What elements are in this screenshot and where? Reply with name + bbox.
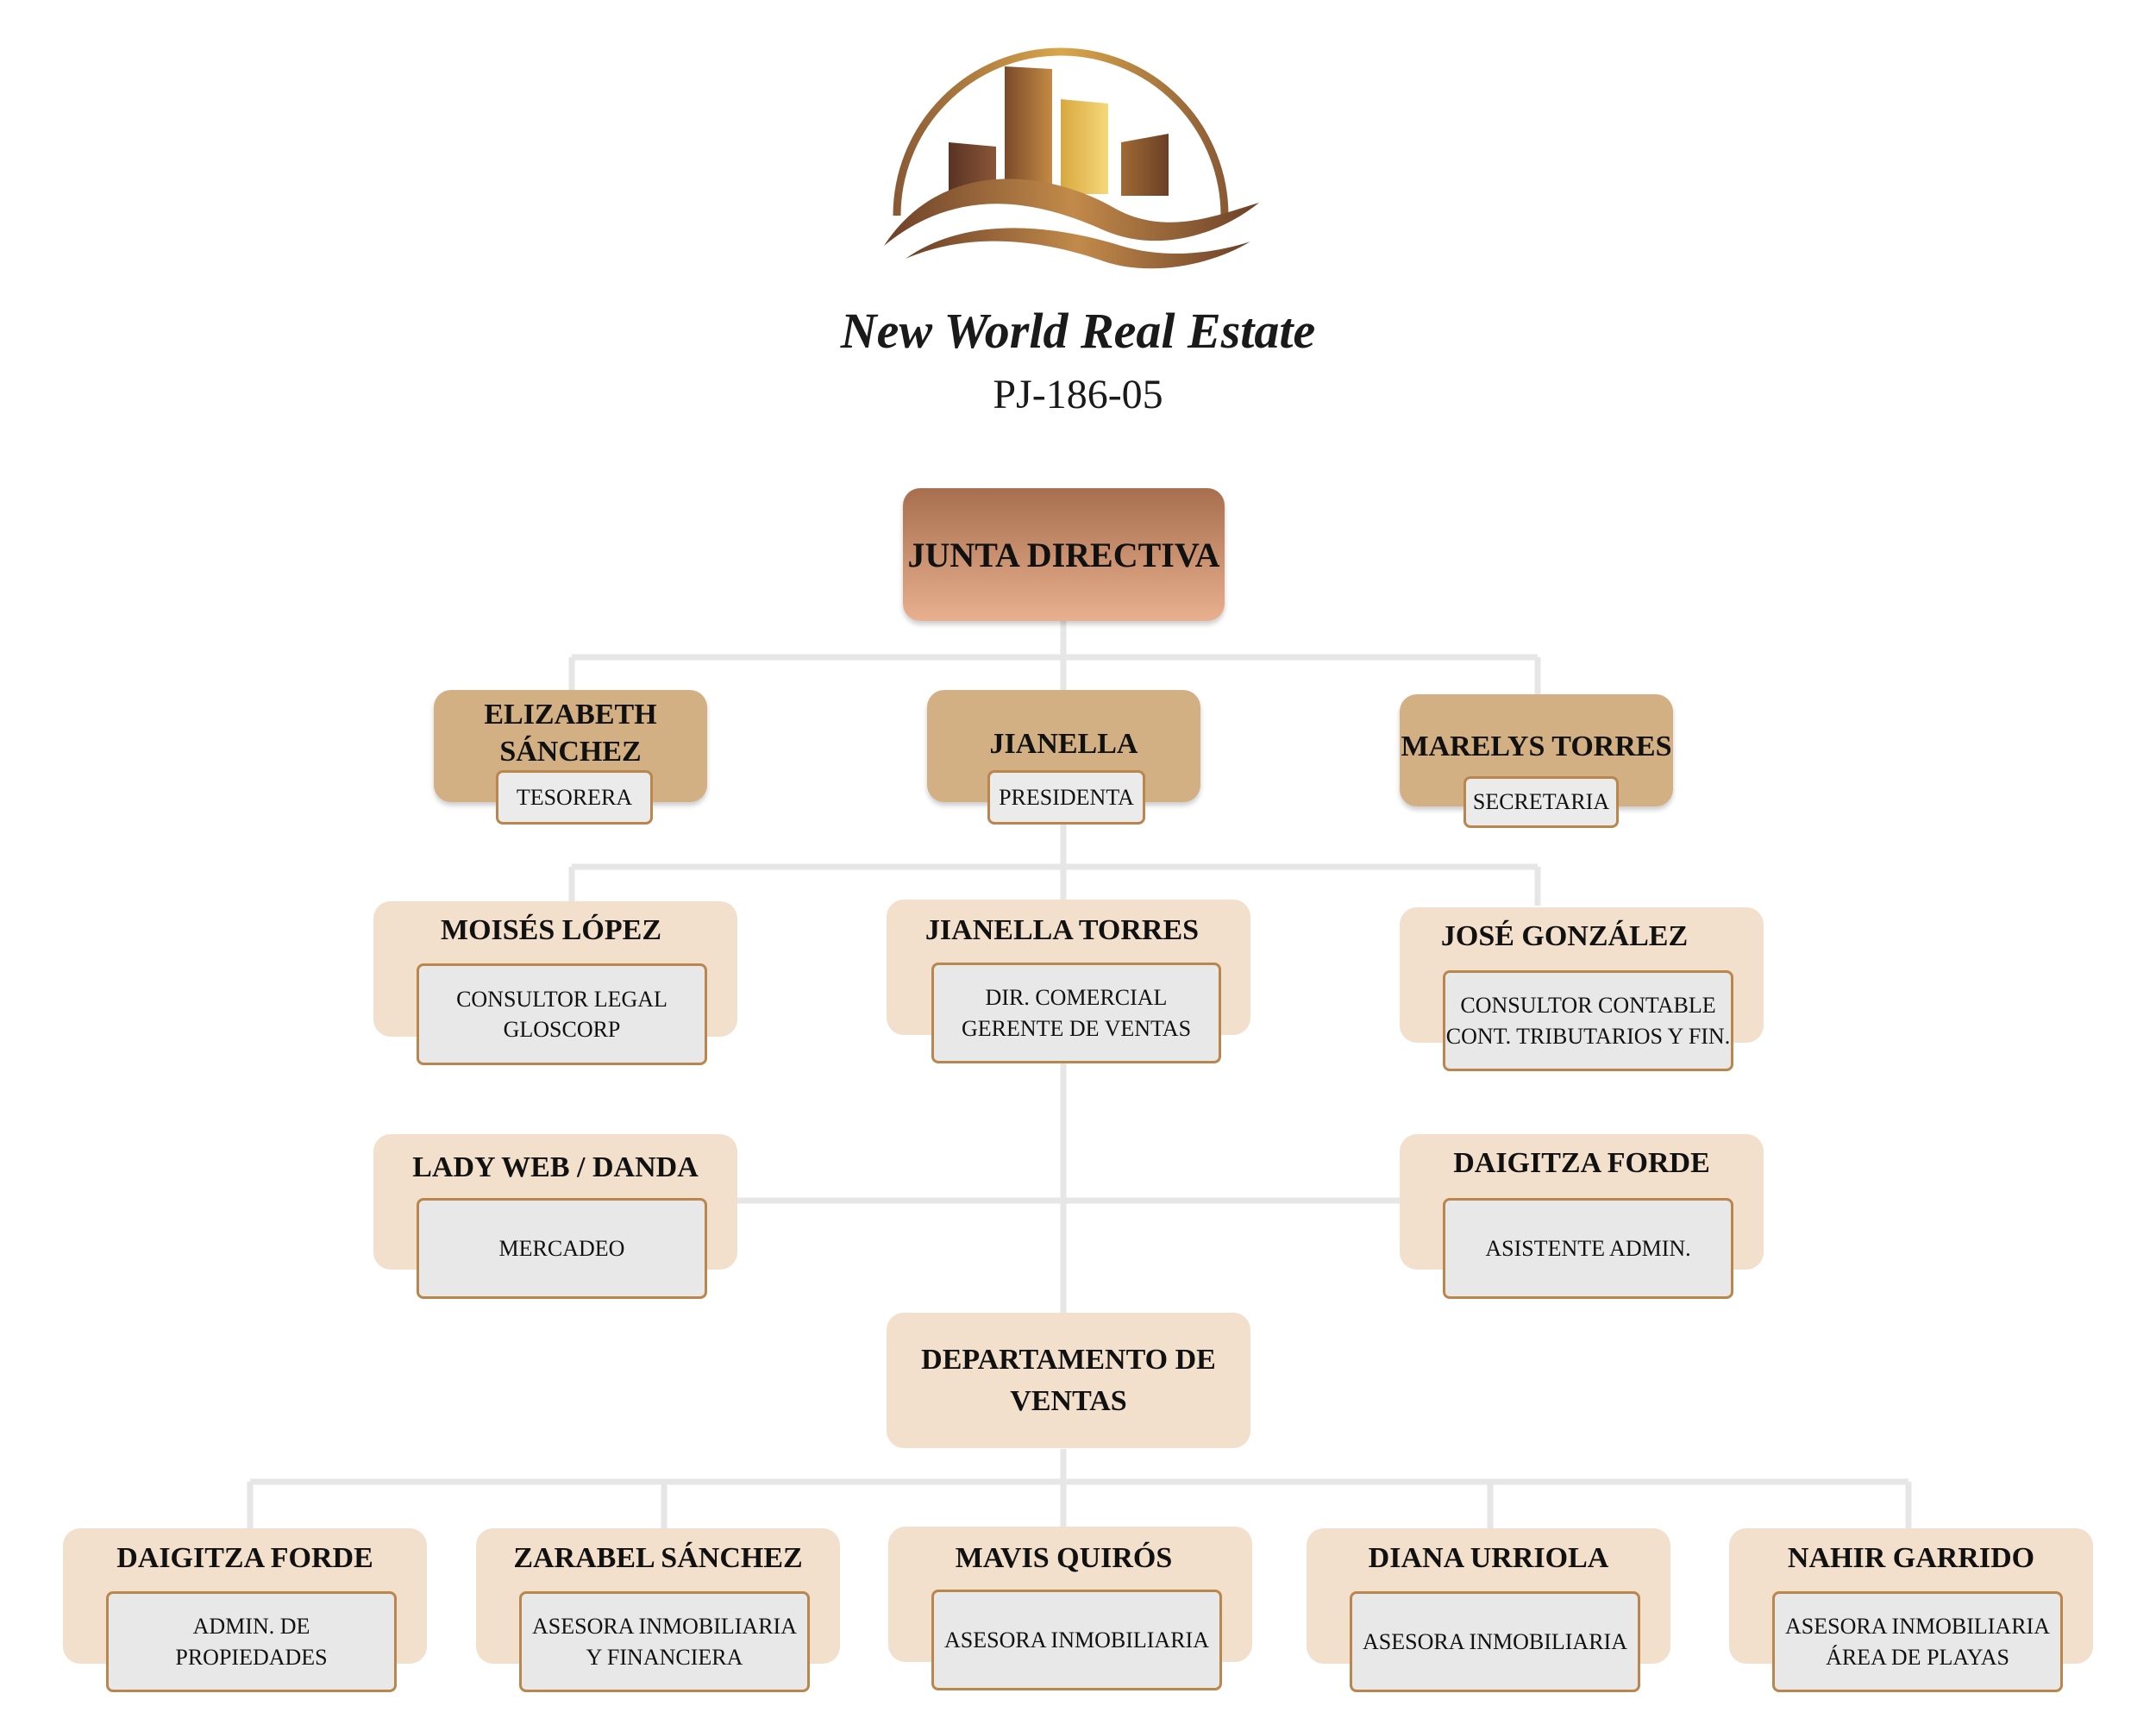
sales-role: ASESORA INMOBILIARIA Y FINANCIERA	[519, 1591, 810, 1692]
member-name: MARELYS TORRES	[1401, 731, 1672, 762]
sales-member: DAIGITZA FORDE ADMIN. DE PROPIEDADES	[63, 1528, 427, 1692]
sales-department-node: DEPARTAMENTO DE VENTAS	[887, 1313, 1250, 1448]
staff-accounting-consultant: JOSÉ GONZÁLEZ CONSULTOR CONTABLE CONT. T…	[1400, 907, 1764, 1071]
staff-marketing: LADY WEB / DANDA MERCADEO	[373, 1134, 737, 1299]
sales-name: MAVIS QUIRÓS	[955, 1542, 1173, 1574]
staff-role: CONSULTOR CONTABLE CONT. TRIBUTARIOS Y F…	[1443, 970, 1733, 1071]
member-role: PRESIDENTA	[987, 770, 1145, 825]
staff-name: JIANELLA TORRES	[924, 914, 1200, 946]
board-member-treasurer: ELIZABETH SÁNCHEZ TESORERA	[434, 690, 707, 825]
staff-legal-consultant: MOISÉS LÓPEZ CONSULTOR LEGAL GLOSCORP	[373, 901, 737, 1065]
sales-name: DIANA URRIOLA	[1368, 1542, 1609, 1574]
member-role: SECRETARIA	[1463, 776, 1619, 828]
staff-admin-assistant: DAIGITZA FORDE ASISTENTE ADMIN.	[1400, 1134, 1764, 1299]
staff-name: JOSÉ GONZÁLEZ	[1440, 920, 1689, 952]
board-member-president: JIANELLA TORRES PRESIDENTA	[927, 690, 1200, 825]
sales-role: ADMIN. DE PROPIEDADES	[106, 1591, 397, 1692]
staff-role: DIR. COMERCIAL GERENTE DE VENTAS	[931, 963, 1221, 1063]
sales-name: NAHIR GARRIDO	[1787, 1542, 2035, 1574]
sales-member: NAHIR GARRIDO ASESORA INMOBILIARIA ÁREA …	[1729, 1528, 2093, 1692]
staff-sales-director: JIANELLA TORRES DIR. COMERCIAL GERENTE D…	[887, 900, 1250, 1063]
sales-name: ZARABEL SÁNCHEZ	[513, 1542, 803, 1574]
member-name: ELIZABETH SÁNCHEZ	[484, 699, 657, 768]
staff-role: ASISTENTE ADMIN.	[1443, 1198, 1733, 1299]
sales-member: DIANA URRIOLA ASESORA INMOBILIARIA	[1307, 1528, 1670, 1692]
staff-role: MERCADEO	[417, 1198, 707, 1299]
board-member-secretary: MARELYS TORRES SECRETARIA	[1400, 694, 1673, 828]
company-name: New World Real Estate	[840, 303, 1316, 359]
staff-name: MOISÉS LÓPEZ	[440, 914, 661, 946]
staff-role: CONSULTOR LEGAL GLOSCORP	[417, 963, 707, 1065]
sales-member: ZARABEL SÁNCHEZ ASESORA INMOBILIARIA Y F…	[476, 1528, 840, 1692]
sales-role: ASESORA INMOBILIARIA ÁREA DE PLAYAS	[1772, 1591, 2063, 1692]
board-of-directors-node: JUNTA DIRECTIVA	[903, 488, 1225, 621]
member-role: TESORERA	[496, 770, 653, 825]
sales-role: ASESORA INMOBILIARIA	[931, 1590, 1222, 1690]
staff-name: DAIGITZA FORDE	[1453, 1147, 1710, 1179]
staff-name: LADY WEB / DANDA	[412, 1151, 699, 1183]
sales-name: DAIGITZA FORDE	[116, 1542, 373, 1574]
sales-role: ASESORA INMOBILIARIA	[1350, 1591, 1640, 1692]
company-logo	[884, 47, 1259, 269]
company-code: PJ-186-05	[993, 372, 1163, 417]
sales-member: MAVIS QUIRÓS ASESORA INMOBILIARIA	[888, 1527, 1252, 1690]
